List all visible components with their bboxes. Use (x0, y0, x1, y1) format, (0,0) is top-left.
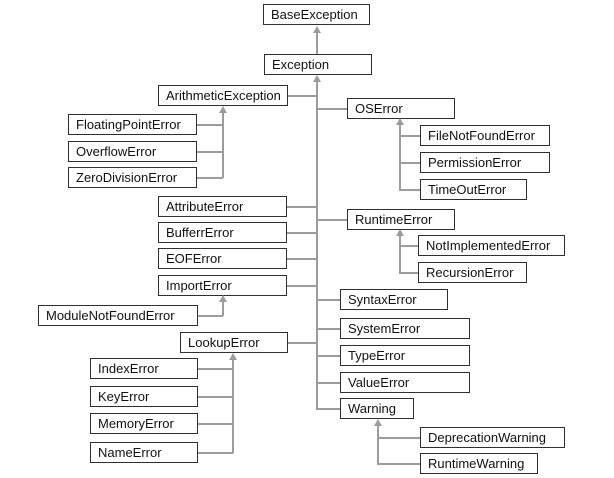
connector-line (399, 189, 420, 191)
connector-line (287, 258, 317, 260)
connector-line (399, 245, 418, 247)
node-attribute-error: AttributeError (158, 196, 287, 217)
arrow-up-icon (219, 295, 227, 302)
arrow-up-icon (374, 419, 382, 426)
node-recursion-error: RecursionError (418, 262, 527, 283)
trunk-runtimeerror-children (399, 235, 401, 273)
node-module-not-found-error: ModuleNotFoundError (38, 305, 198, 326)
node-system-error: SystemError (340, 318, 470, 339)
arrow-up-icon (313, 26, 321, 33)
connector-line (198, 315, 223, 317)
node-key-error: KeyError (90, 386, 198, 407)
node-lookup-error: LookupError (180, 332, 288, 353)
node-overflow-error: OverflowError (68, 141, 197, 162)
arrow-up-icon (313, 75, 321, 82)
node-zero-division-error: ZeroDivisionError (68, 167, 197, 188)
connector-line (377, 463, 420, 465)
arrow-up-icon (396, 229, 404, 236)
node-runtime-error: RuntimeError (347, 209, 455, 230)
node-timeout-error: TimeOutError (420, 179, 527, 200)
connector-line (198, 423, 233, 425)
node-warning: Warning (340, 398, 414, 419)
connector-line (288, 342, 317, 344)
trunk-oserror-children (399, 124, 401, 190)
connector-line (399, 272, 418, 274)
trunk-warning-children (377, 425, 379, 464)
arrow-up-icon (229, 353, 237, 360)
node-not-implemented-error: NotImplementedError (418, 235, 565, 256)
connector-exception-to-baseexception (316, 32, 318, 54)
trunk-lookuperror-children (232, 359, 234, 453)
node-exception: Exception (264, 54, 372, 75)
connector-line (316, 328, 340, 330)
arrow-up-icon (396, 118, 404, 125)
node-value-error: ValueError (340, 372, 470, 393)
connector-line (198, 368, 233, 370)
connector-line (399, 162, 420, 164)
node-memory-error: MemoryError (90, 413, 198, 434)
node-name-error: NameError (90, 442, 198, 463)
trunk-importerror-children (222, 301, 224, 316)
connector-line (198, 396, 233, 398)
connector-line (287, 232, 317, 234)
connector-line (197, 177, 223, 179)
node-runtime-warning: RuntimeWarning (420, 453, 538, 474)
connector-line (316, 219, 347, 221)
connector-line (316, 299, 340, 301)
node-eof-error: EOFError (158, 248, 287, 269)
connector-line (197, 124, 223, 126)
node-os-error: OSError (347, 98, 455, 119)
node-permission-error: PermissionError (420, 152, 550, 173)
node-index-error: IndexError (90, 358, 198, 379)
connector-line (288, 95, 317, 97)
connector-line (316, 408, 340, 410)
trunk-arithmetic-children (222, 112, 224, 178)
node-base-exception: BaseException (263, 4, 370, 25)
node-type-error: TypeError (340, 345, 470, 366)
connector-line (197, 151, 223, 153)
node-syntax-error: SyntaxError (340, 289, 448, 310)
node-deprecation-warning: DeprecationWarning (420, 427, 565, 448)
connector-line (316, 382, 340, 384)
connector-line (377, 437, 420, 439)
trunk-exception-children (316, 81, 318, 409)
connector-line (399, 135, 420, 137)
arrow-up-icon (219, 106, 227, 113)
node-floating-point-error: FloatingPointError (68, 114, 197, 135)
connector-line (287, 285, 317, 287)
connector-line (287, 206, 317, 208)
connector-line (316, 108, 347, 110)
node-bufferr-error: BufferrError (158, 222, 287, 243)
connector-line (198, 452, 233, 454)
node-arithmetic-exception: ArithmeticException (158, 85, 288, 106)
node-import-error: ImportError (158, 275, 287, 296)
connector-line (316, 355, 340, 357)
node-file-not-found-error: FileNotFoundError (420, 125, 550, 146)
